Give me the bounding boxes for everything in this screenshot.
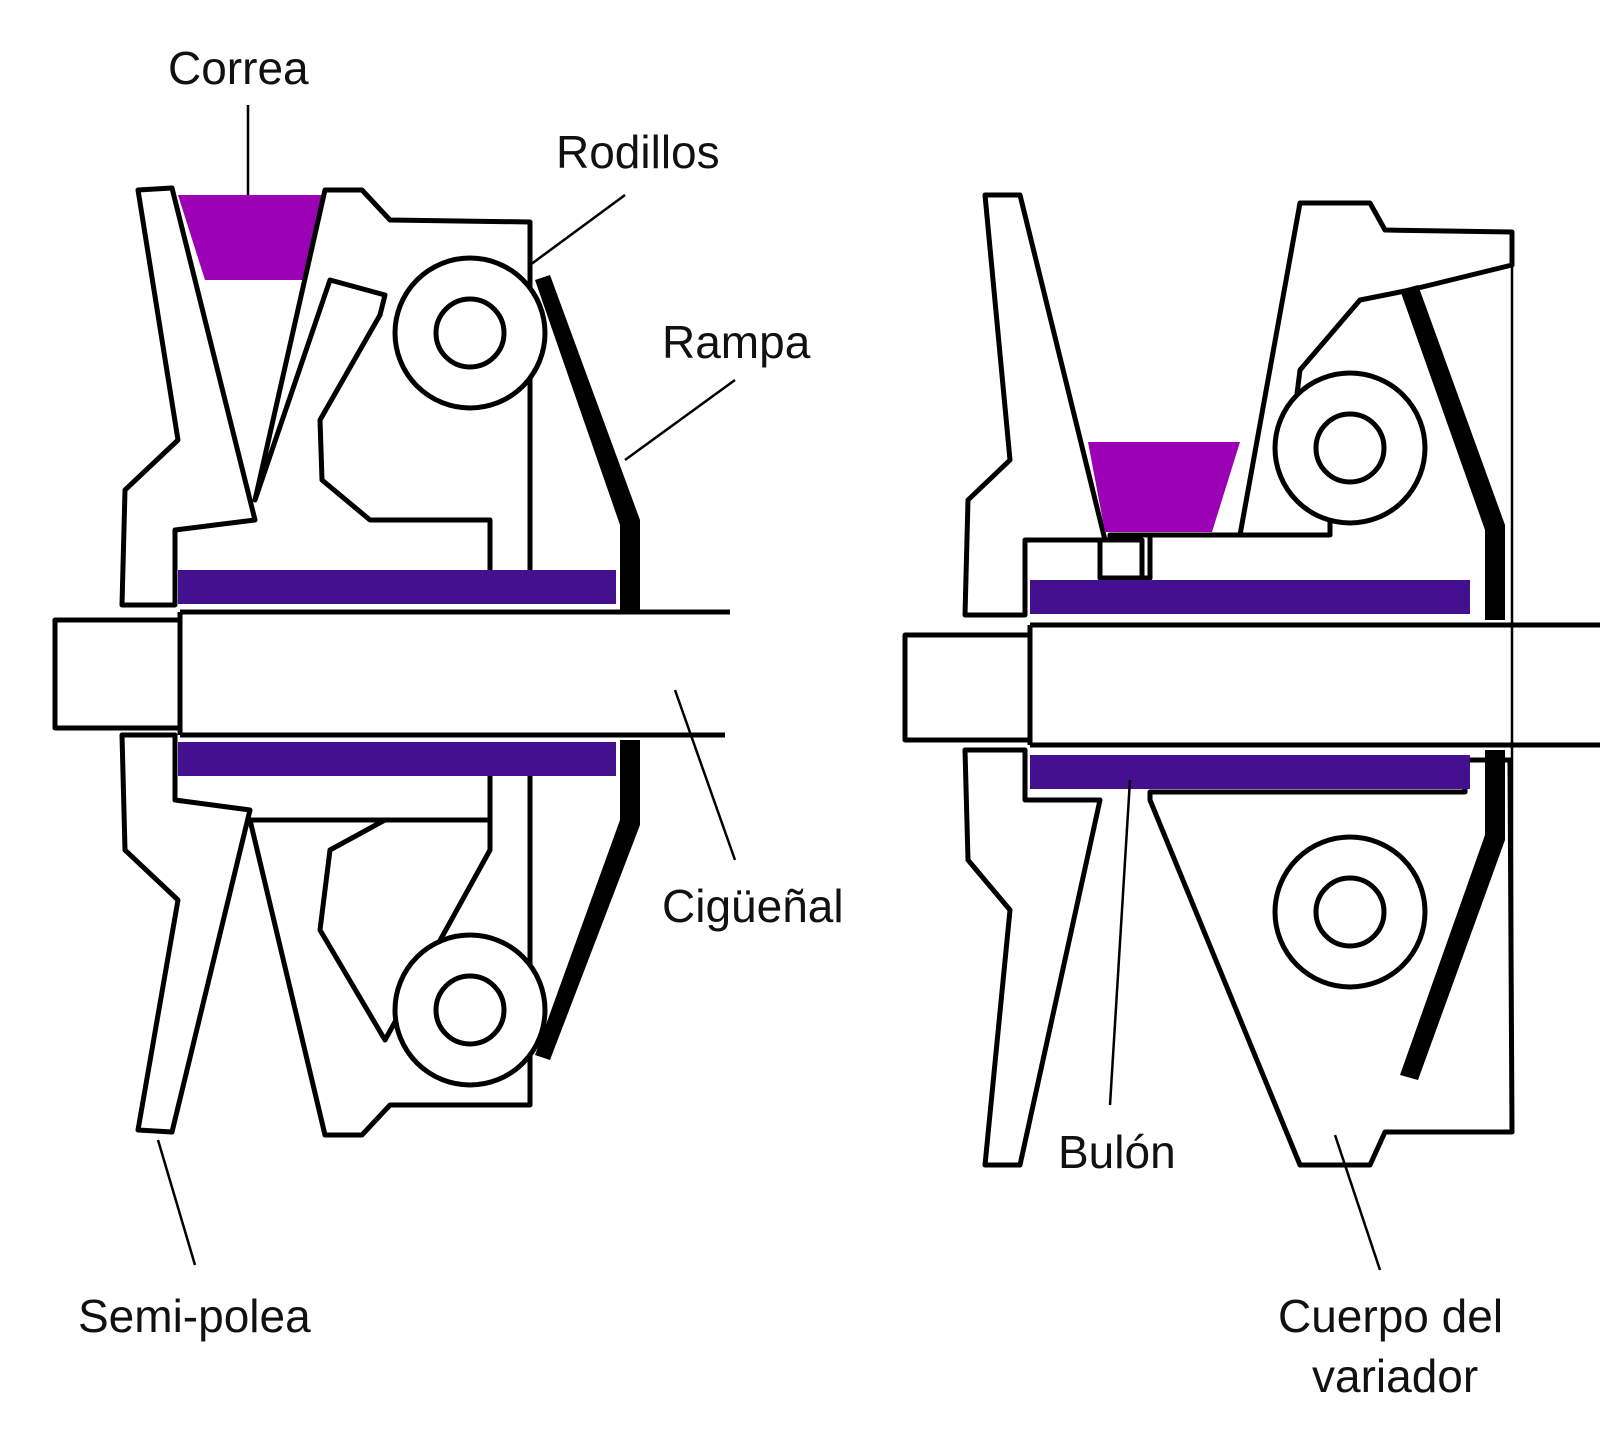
label-correa: Correa xyxy=(168,42,309,94)
leader-semi-polea xyxy=(156,1139,197,1266)
label-semi-polea: Semi-polea xyxy=(78,1290,311,1342)
belt-left xyxy=(178,195,325,280)
variator-left xyxy=(52,185,730,1138)
bushing-right-lower xyxy=(1030,755,1470,789)
leader-cuerpo xyxy=(1333,1134,1382,1271)
semi-pulley-right xyxy=(962,192,1108,618)
semi-pulley-left-lower xyxy=(119,732,253,1135)
label-bulon: Bulón xyxy=(1058,1126,1176,1178)
roller-left-bottom xyxy=(392,932,548,1088)
leader-rodillos xyxy=(529,193,626,267)
label-cuerpo-line2: variador xyxy=(1312,1350,1478,1402)
semi-pulley-right-lower xyxy=(962,747,1103,1168)
crankshaft-right xyxy=(1027,622,1600,748)
bushing-left-lower xyxy=(178,742,616,776)
variator-right xyxy=(902,192,1600,1168)
roller-right-top xyxy=(1272,370,1428,526)
ramp-right-upper xyxy=(1400,285,1505,620)
variator-body-left-lower-inner xyxy=(317,817,493,1043)
semi-pulley-left xyxy=(119,185,258,608)
belt-right xyxy=(1088,442,1240,532)
label-cuerpo-line1: Cuerpo del xyxy=(1278,1290,1503,1342)
label-rodillos: Rodillos xyxy=(556,126,720,178)
ramp-left-lower xyxy=(535,740,640,1060)
ramp-right-lower xyxy=(1400,750,1505,1080)
crankshaft-stub-left xyxy=(52,617,183,731)
ramp-left-upper xyxy=(535,275,640,610)
bushing-left-upper xyxy=(178,570,616,604)
label-ciguenal: Cigüeñal xyxy=(662,880,844,932)
roller-left-top xyxy=(392,255,548,411)
leader-rampa xyxy=(624,378,736,462)
crankshaft-left xyxy=(177,609,730,738)
leader-ciguenal xyxy=(673,689,737,861)
roller-right-bottom xyxy=(1272,834,1428,990)
bushing-right-upper xyxy=(1030,580,1470,614)
pin-right xyxy=(1097,537,1145,581)
label-rampa: Rampa xyxy=(662,316,811,368)
crankshaft-stub-right xyxy=(902,632,1033,743)
leader-bulon xyxy=(1108,779,1132,1106)
